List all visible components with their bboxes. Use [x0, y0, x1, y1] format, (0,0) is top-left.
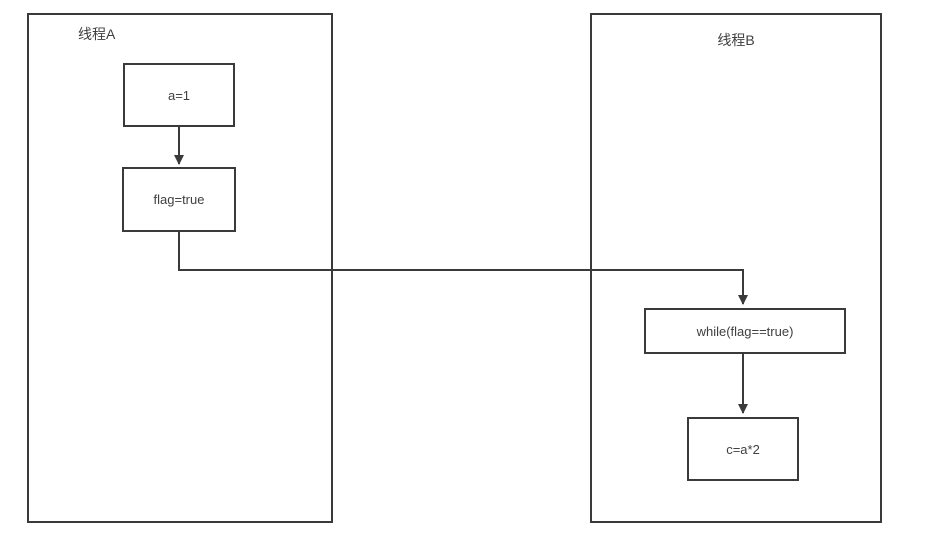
node-flag-assign-label: flag=true [153, 192, 205, 207]
node-while-loop: while(flag==true) [644, 308, 846, 354]
node-a-assign: a=1 [123, 63, 235, 127]
node-while-loop-label: while(flag==true) [696, 323, 794, 339]
node-c-assign: c=a*2 [687, 417, 799, 481]
node-c-assign-label: c=a*2 [726, 441, 760, 457]
thread-a-label: 线程A [78, 26, 116, 42]
node-a-assign-label: a=1 [167, 87, 191, 103]
thread-b-label: 线程B [717, 32, 755, 48]
node-flag-assign: flag=true [122, 167, 236, 232]
